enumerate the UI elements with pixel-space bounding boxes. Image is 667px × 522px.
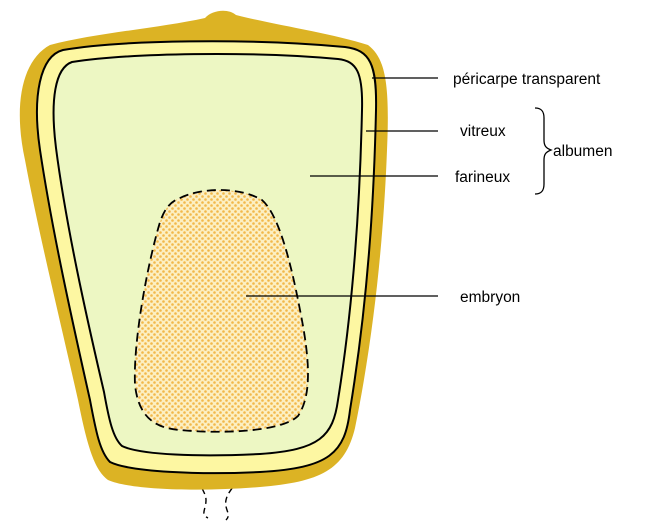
embryo-label: embryon — [460, 289, 520, 306]
pericarp-label: péricarpe transparent — [453, 71, 601, 88]
floury-label: farineux — [455, 169, 510, 186]
vitreous-label: vitreux — [460, 123, 506, 140]
albumen-bracket — [535, 108, 551, 194]
endosperm-group-label: albumen — [553, 143, 612, 160]
